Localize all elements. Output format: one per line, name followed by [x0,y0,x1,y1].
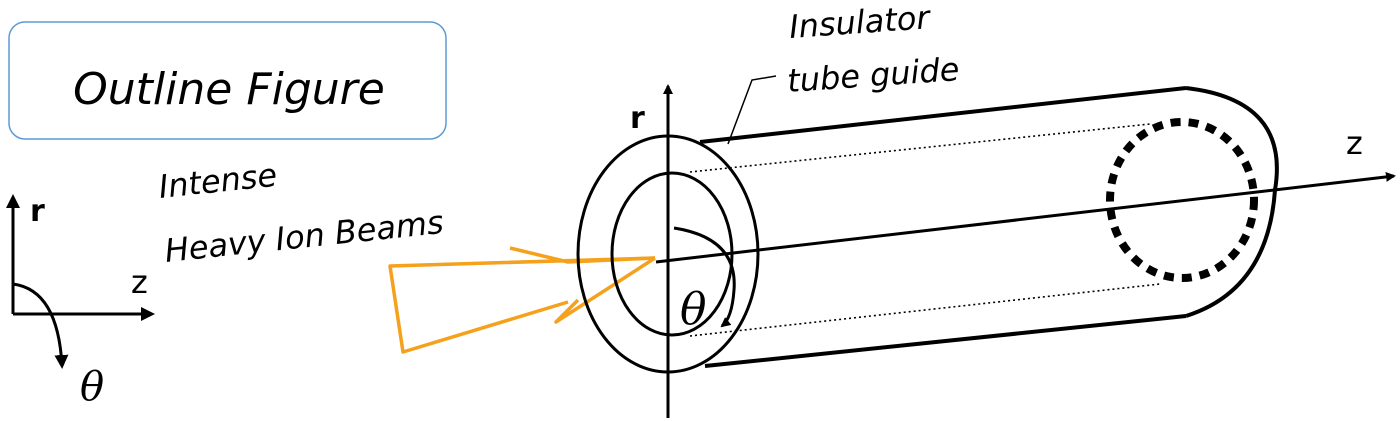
tube-bottom-edge [704,314,1187,368]
small-theta-label: θ [80,364,104,410]
tube-inner-bottom-dotted [689,283,1161,337]
insulator-pointer-line [727,75,777,145]
insulator-label-line2: tube guide [786,50,961,100]
tube-back-cap [1185,86,1279,318]
main-z-axis [655,171,1396,264]
main-r-label: r [630,101,645,136]
small-r-label: r [30,194,45,229]
small-theta-arc [12,282,69,369]
tube-inner-top-dotted [689,123,1151,173]
insulator-label-line1: Insulator [788,0,933,46]
main-theta-label: θ [680,284,707,335]
heavy-ion-beam [388,246,656,354]
beam-label-line2: Heavy Ion Beams [163,203,445,270]
beam-label-line1: Intense [157,156,279,206]
title-box [8,21,447,140]
main-theta-arc [673,226,736,328]
tube-inner-back-ring [1106,118,1258,282]
tube-top-edge [699,86,1187,144]
title-text: Outline Figure [73,64,385,115]
main-z-label: z [1346,124,1363,162]
small-z-label: z [131,263,148,301]
small-axes: r z θ [5,194,155,410]
